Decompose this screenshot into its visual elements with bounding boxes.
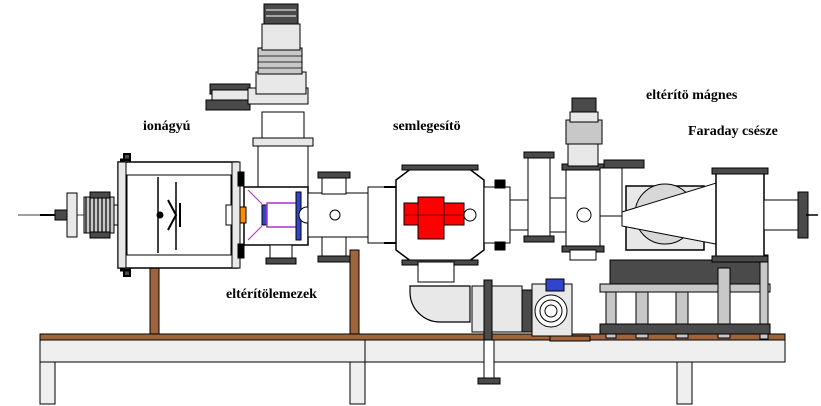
label-deflection-plates: eltérítölemezek (226, 287, 317, 302)
label-ion-gun: ionágyú (143, 119, 191, 134)
beam-pipe (509, 151, 567, 243)
drift-tube (307, 171, 369, 263)
label-neutralizer: semlegesítö (393, 119, 461, 134)
label-deflection-magnet: eltérítö mágnes (646, 88, 738, 103)
label-faraday-cup: Faraday csésze (688, 124, 778, 139)
deflection-magnet (561, 97, 645, 261)
ion-gun (40, 153, 245, 277)
neutralizer (367, 164, 573, 385)
faraday-cup (599, 167, 818, 340)
deflector-chamber (205, 3, 316, 265)
support-table (39, 333, 786, 405)
